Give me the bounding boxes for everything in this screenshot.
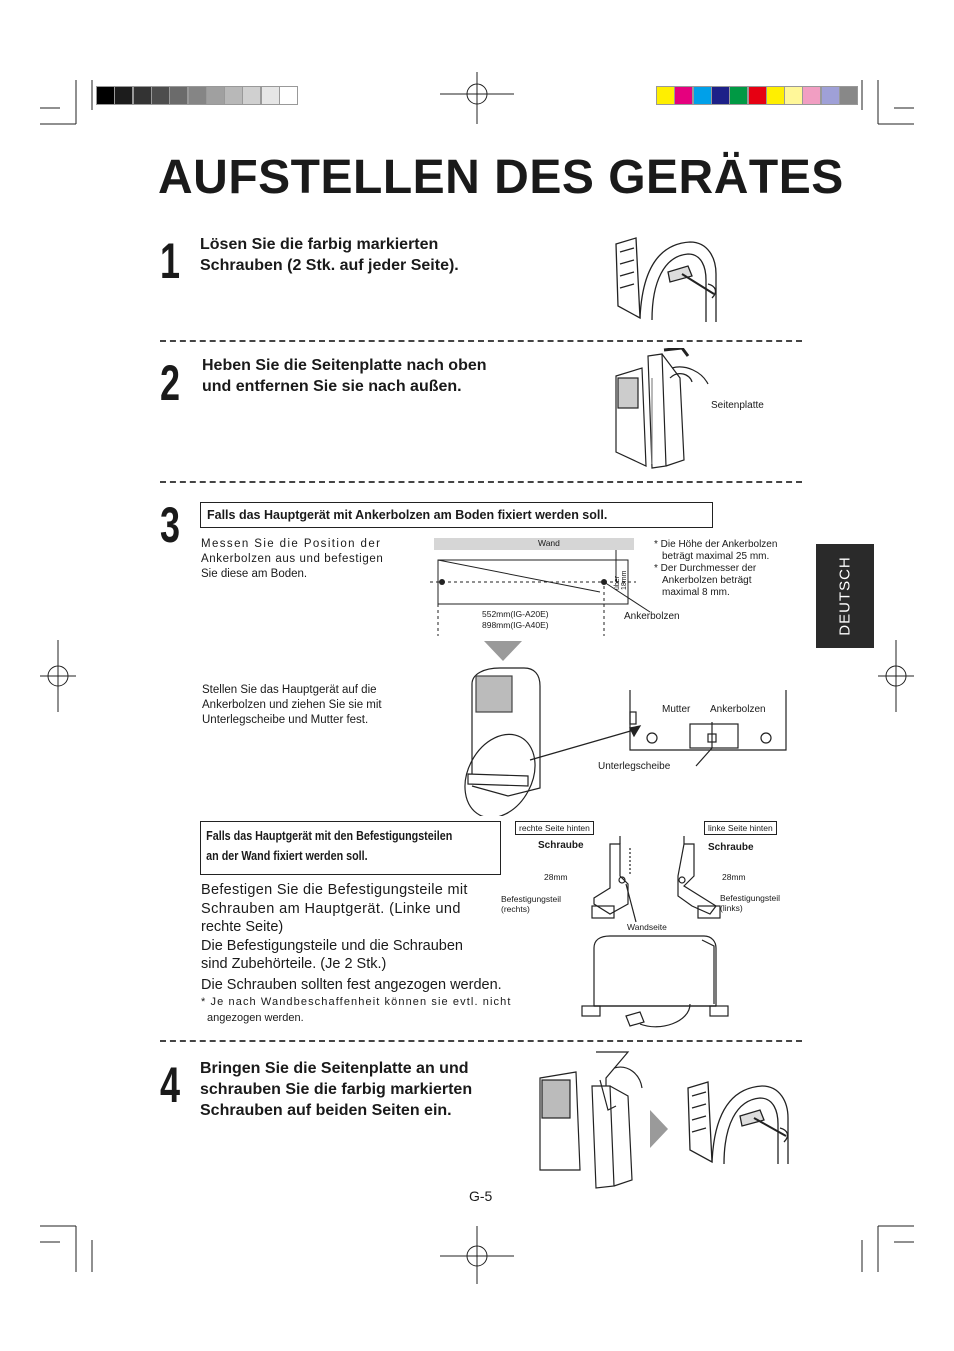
washer-label: Unterlegscheibe xyxy=(598,761,671,772)
screw-left-label: Schraube xyxy=(708,842,754,853)
page-title: AUFSTELLEN DES GERÄTES xyxy=(158,151,844,204)
color-swatch xyxy=(710,86,730,105)
color-swatch xyxy=(279,86,298,105)
distance-label: über 18mm xyxy=(614,570,628,590)
color-swatch xyxy=(784,86,804,105)
anchor-bolt-label: Ankerbolzen xyxy=(624,611,680,622)
step-4-illustration-b xyxy=(687,1081,789,1165)
anchor-bolt-diagram xyxy=(430,538,651,636)
color-swatch xyxy=(802,86,822,105)
size-b-label: 898mm(IG-A40E) xyxy=(482,620,549,630)
color-swatch xyxy=(820,86,840,105)
nut-label: Mutter xyxy=(662,704,691,715)
dim-right-label: 28mm xyxy=(544,872,568,882)
bracket-illustration xyxy=(581,836,729,1028)
color-swatch xyxy=(132,86,152,105)
color-swatch xyxy=(747,86,767,105)
down-arrow-icon xyxy=(484,641,522,661)
right-back-label: rechte Seite hinten xyxy=(515,821,594,835)
color-swatch xyxy=(169,86,189,105)
color-swatch xyxy=(260,86,280,105)
wall-note: * Je nach Wandbeschaffenheit können sie … xyxy=(201,996,512,1024)
floor-fixing-heading: Falls das Hauptgerät mit Ankerbolzen am … xyxy=(200,502,713,528)
anchor-bolt-label-2: Ankerbolzen xyxy=(710,704,766,715)
color-swatch xyxy=(114,86,134,105)
divider-2 xyxy=(160,481,802,483)
color-swatch xyxy=(224,86,244,105)
color-swatch xyxy=(205,86,225,105)
bracket-left-label: Befestigungsteil(links) xyxy=(720,893,781,913)
color-swatch xyxy=(729,86,749,105)
wall-label: Wand xyxy=(538,538,560,548)
wall-instructions: Befestigen Sie die Befestigungsteile mit… xyxy=(201,882,468,972)
step-4-illustration-a xyxy=(539,1051,643,1189)
color-swatch xyxy=(674,86,694,105)
side-panel-label: Seitenplatte xyxy=(711,400,764,411)
bracket-right-label: Befestigungsteil(rechts) xyxy=(501,894,562,914)
color-swatch xyxy=(839,86,858,105)
color-swatch xyxy=(765,86,785,105)
color-swatch xyxy=(96,86,115,105)
divider-1 xyxy=(160,340,802,342)
step-2-illustration xyxy=(615,348,709,469)
color-swatch xyxy=(150,86,170,105)
step-3-number: 3 xyxy=(160,497,181,553)
color-swatch xyxy=(656,86,675,105)
step-1-number: 1 xyxy=(160,233,181,289)
step-1-illustration xyxy=(615,237,717,322)
screw-right-label: Schraube xyxy=(538,840,584,851)
page-number: G-5 xyxy=(469,1188,493,1204)
divider-3 xyxy=(160,1040,802,1042)
dim-left-label: 28mm xyxy=(722,872,746,882)
color-swatch xyxy=(692,86,712,105)
wall-fixing-heading: Falls das Hauptgerät mit den Befestigung… xyxy=(200,821,501,875)
color-swatch xyxy=(242,86,262,105)
size-a-label: 552mm(IG-A20E) xyxy=(482,609,549,619)
unit-anchor-illustration xyxy=(464,667,787,816)
step-4-number: 4 xyxy=(160,1057,181,1113)
wall-side-label: Wandseite xyxy=(627,922,667,932)
tighten-text: Die Schrauben sollten fest angezogen wer… xyxy=(201,977,502,993)
step-2-number: 2 xyxy=(160,355,181,411)
language-tab: DEUTSCH xyxy=(816,544,874,648)
left-back-label: linke Seite hinten xyxy=(704,821,777,835)
color-swatch xyxy=(187,86,207,105)
next-arrow-icon xyxy=(650,1110,668,1148)
